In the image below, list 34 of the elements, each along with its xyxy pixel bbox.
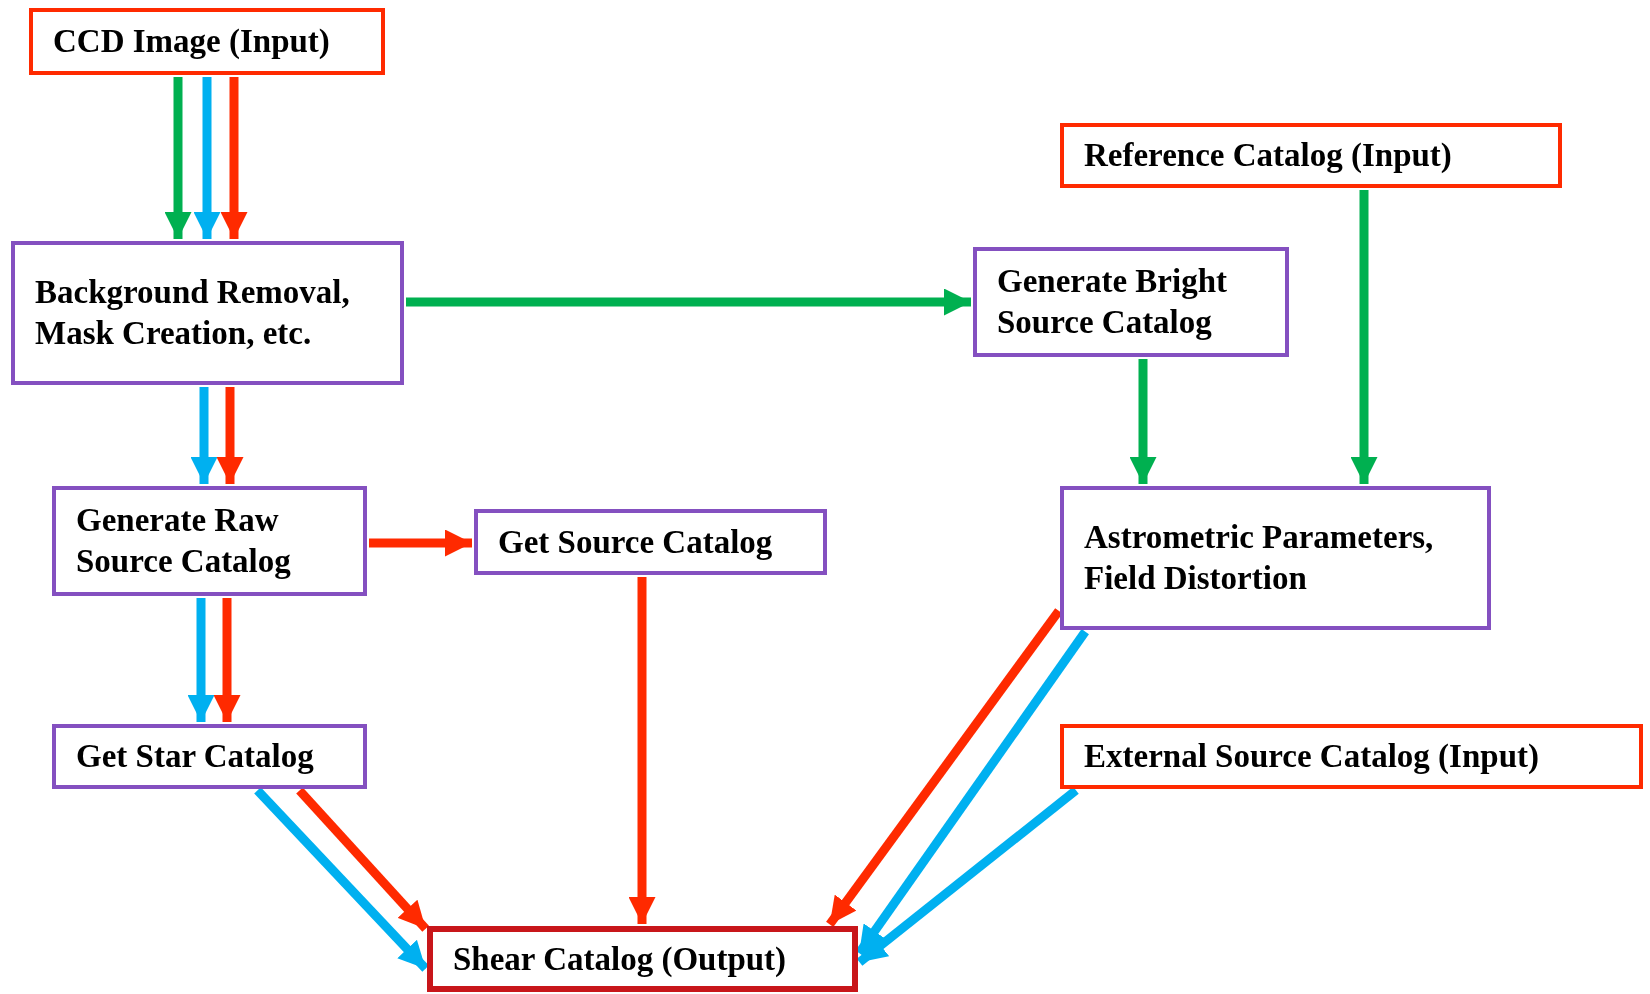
input-box bbox=[29, 8, 385, 75]
node-label: Generate Raw Source Catalog bbox=[76, 501, 292, 581]
arrow bbox=[187, 598, 215, 722]
process-box bbox=[11, 241, 404, 385]
node-label: Get Source Catalog bbox=[498, 522, 773, 562]
node-label: Shear Catalog (Output) bbox=[453, 939, 787, 979]
arrow bbox=[213, 598, 241, 722]
arrow bbox=[1129, 359, 1157, 484]
arrow bbox=[220, 77, 248, 239]
arrow bbox=[216, 387, 244, 484]
node-label: External Source Catalog (Input) bbox=[1084, 737, 1539, 776]
input-box bbox=[1060, 724, 1643, 789]
arrow bbox=[296, 787, 429, 932]
arrow bbox=[628, 577, 656, 924]
node-label: Reference Catalog (Input) bbox=[1084, 136, 1452, 175]
process-box bbox=[973, 247, 1289, 357]
arrow bbox=[1350, 190, 1378, 484]
process-box bbox=[52, 486, 367, 596]
node-label: Astrometric Parameters, Field Distortion bbox=[1084, 518, 1435, 598]
arrow bbox=[254, 787, 429, 972]
arrow bbox=[193, 77, 221, 239]
node-label: Background Removal, Mask Creation, etc. bbox=[35, 273, 351, 353]
arrow bbox=[406, 288, 971, 316]
output-box bbox=[427, 926, 858, 992]
arrow bbox=[164, 77, 192, 239]
process-box bbox=[1060, 486, 1491, 630]
node-label: Get Star Catalog bbox=[76, 737, 314, 776]
node-label: CCD Image (Input) bbox=[53, 22, 330, 61]
input-box bbox=[1060, 123, 1562, 188]
node-label: Generate Bright Source Catalog bbox=[997, 262, 1229, 342]
process-box bbox=[474, 509, 827, 575]
arrow bbox=[190, 387, 218, 484]
process-box bbox=[52, 724, 367, 789]
arrow bbox=[369, 529, 472, 557]
